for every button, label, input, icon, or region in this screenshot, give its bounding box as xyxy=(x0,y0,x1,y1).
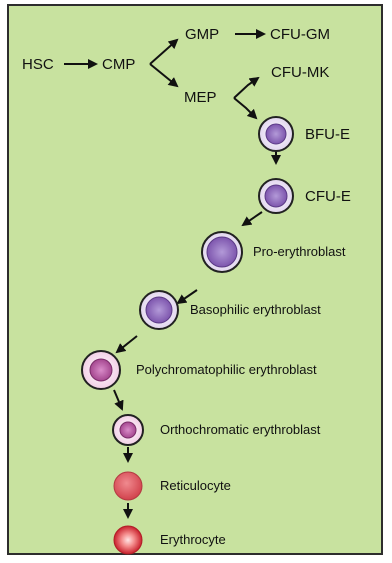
cell-orthochromatic-erythroblast xyxy=(113,415,143,445)
cell-pro-erythroblast xyxy=(202,232,242,272)
cell-bfu-e xyxy=(259,117,293,151)
cell-reticulocyte xyxy=(114,472,142,500)
label-cmp: CMP xyxy=(102,57,135,72)
label-cfu-e: CFU-E xyxy=(305,189,351,204)
label-gmp: GMP xyxy=(185,27,219,42)
arrow-poly-ortho xyxy=(114,390,122,409)
label-basophilic-erythroblast: Basophilic erythroblast xyxy=(190,303,321,316)
arrow-baso-poly xyxy=(117,336,137,352)
label-cfu-gm: CFU-GM xyxy=(270,27,330,42)
arrow-mep-bfu-e xyxy=(234,98,256,118)
label-reticulocyte: Reticulocyte xyxy=(160,479,231,492)
label-pro-erythroblast: Pro-erythroblast xyxy=(253,245,345,258)
arrow-cmp-gmp xyxy=(150,40,177,64)
label-polychromatophilic-erythroblast: Polychromatophilic erythroblast xyxy=(136,363,317,376)
arrow-cfu-e-pro xyxy=(243,212,262,225)
arrow-mep-cfu-mk xyxy=(234,78,258,98)
label-bfu-e: BFU-E xyxy=(305,127,350,142)
cell-basophilic-erythroblast xyxy=(140,291,178,329)
cell-erythrocyte xyxy=(114,526,142,554)
label-orthochromatic-erythroblast: Orthochromatic erythroblast xyxy=(160,423,320,436)
label-erythrocyte: Erythrocyte xyxy=(160,533,226,546)
label-cfu-mk: CFU-MK xyxy=(271,65,329,80)
label-hsc: HSC xyxy=(22,57,54,72)
cell-cfu-e xyxy=(259,179,293,213)
arrow-cmp-mep xyxy=(150,64,177,86)
label-mep: MEP xyxy=(184,90,217,105)
cell-polychromatophilic-erythroblast xyxy=(82,351,120,389)
